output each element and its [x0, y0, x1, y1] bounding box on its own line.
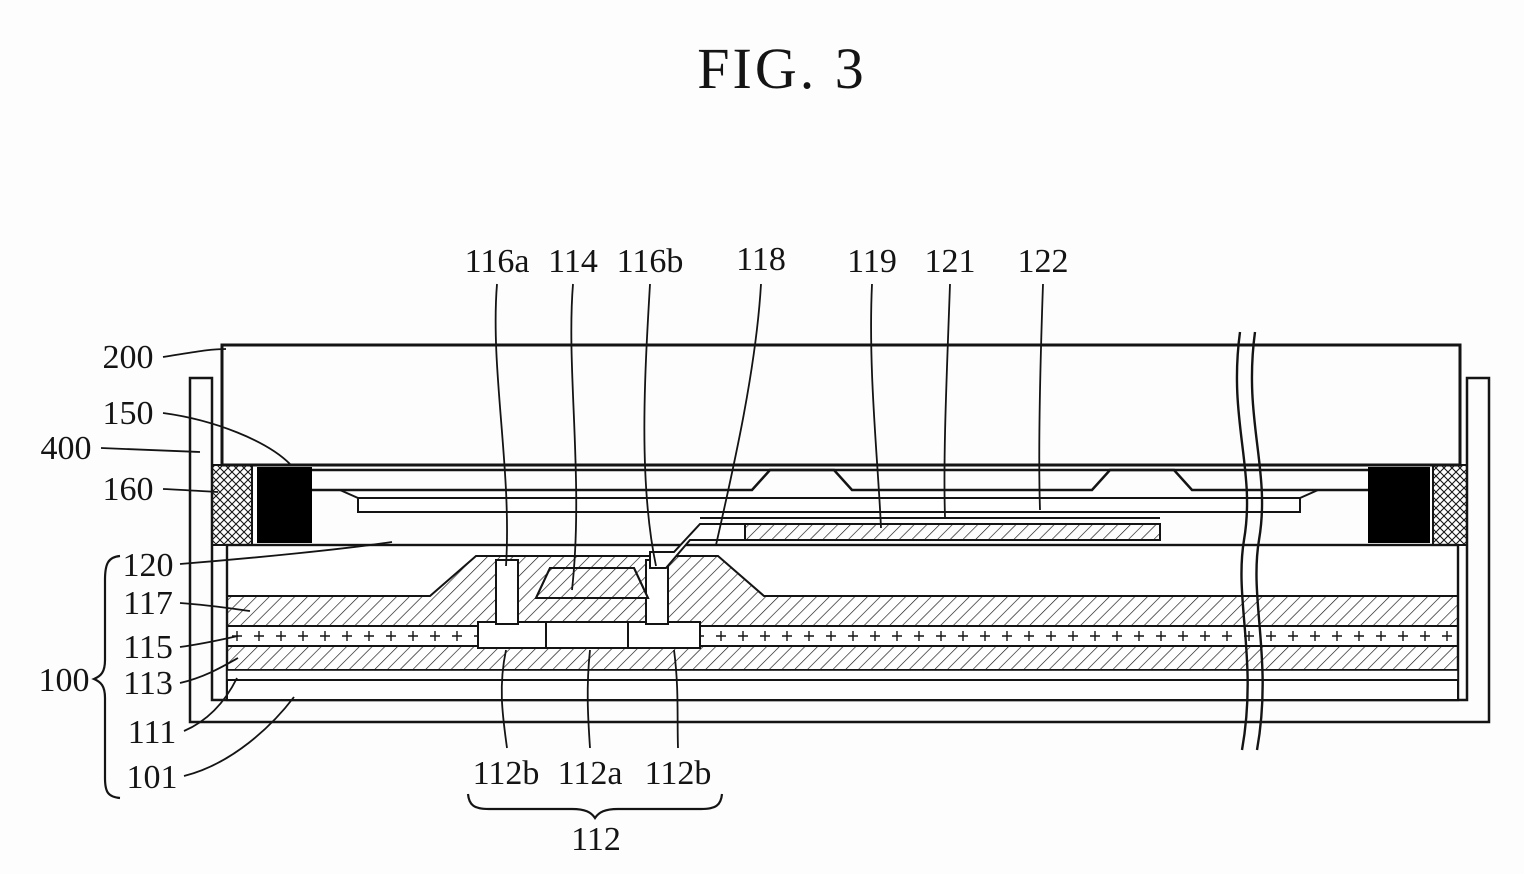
leader-116b — [643, 283, 657, 567]
label-160: 160 — [103, 471, 154, 508]
semiconductor-112b-right — [627, 621, 701, 649]
leader-150 — [162, 412, 291, 465]
leader-117 — [179, 602, 251, 612]
spacer-left-150 — [257, 467, 312, 543]
label-112b-left: 112b — [473, 755, 540, 792]
leader-113 — [179, 657, 239, 684]
label-114: 114 — [548, 243, 598, 280]
leader-400 — [100, 447, 201, 453]
slab-step-left — [339, 489, 359, 499]
label-121: 121 — [925, 243, 976, 280]
brace-112 — [466, 793, 724, 820]
seal-left-160 — [211, 464, 253, 546]
label-113: 113 — [123, 665, 173, 702]
layer-113 — [226, 645, 1459, 671]
label-100: 100 — [39, 662, 90, 699]
leader-160 — [162, 488, 219, 493]
label-116b: 116b — [617, 243, 684, 280]
encapsulation-substrate-200 — [220, 343, 1462, 467]
break-line-left — [1235, 331, 1249, 751]
label-122: 122 — [1018, 243, 1069, 280]
leader-116a — [494, 283, 508, 567]
label-112b-right: 112b — [645, 755, 712, 792]
contact-116a — [495, 559, 519, 625]
brace-100 — [91, 554, 121, 800]
label-117: 117 — [123, 585, 173, 622]
leader-112b-right — [673, 649, 679, 749]
semiconductor-112a — [545, 621, 629, 649]
device-slab-122 — [357, 497, 1301, 513]
leader-111 — [183, 677, 238, 732]
label-119: 119 — [847, 243, 897, 280]
spacer-right-150 — [1368, 467, 1430, 543]
label-400: 400 — [41, 430, 92, 467]
leader-122 — [1038, 283, 1044, 511]
label-118: 118 — [736, 241, 786, 278]
electrode-line-lower — [312, 468, 1368, 492]
label-115: 115 — [123, 629, 173, 666]
drawing — [188, 331, 1491, 751]
label-112: 112 — [571, 821, 621, 858]
leader-118 — [715, 283, 762, 546]
seal-right-160 — [1432, 464, 1468, 546]
label-200: 200 — [103, 339, 154, 376]
leader-200 — [162, 348, 227, 358]
leader-112b-left — [500, 649, 508, 749]
semiconductor-112b-left — [477, 621, 547, 649]
layer-111 — [226, 669, 1459, 681]
label-120: 120 — [123, 547, 174, 584]
leader-112a — [586, 649, 591, 749]
layer-101 — [226, 679, 1459, 701]
label-101: 101 — [127, 759, 178, 796]
leader-lines — [91, 283, 1044, 820]
label-111: 111 — [128, 714, 176, 751]
label-116a: 116a — [465, 243, 530, 280]
label-150: 150 — [103, 395, 154, 432]
labels: 116a 114 116b 118 119 121 122 200 150 40… — [39, 241, 1069, 858]
leader-121 — [943, 283, 951, 518]
label-112a: 112a — [558, 755, 623, 792]
leader-119 — [870, 283, 882, 529]
gate-114-hatch — [534, 567, 650, 599]
figure-title: FIG. 3 — [697, 36, 866, 101]
leader-114 — [570, 283, 578, 591]
organic-layer-119 — [744, 523, 1161, 541]
slab-step-right — [1299, 489, 1319, 499]
contact-116b — [645, 559, 669, 625]
leader-120 — [179, 541, 393, 565]
connector-118 — [649, 523, 746, 569]
break-line-right — [1250, 331, 1264, 751]
leader-115 — [179, 635, 239, 648]
layer-115 — [226, 625, 1459, 647]
leader-101 — [183, 696, 295, 777]
